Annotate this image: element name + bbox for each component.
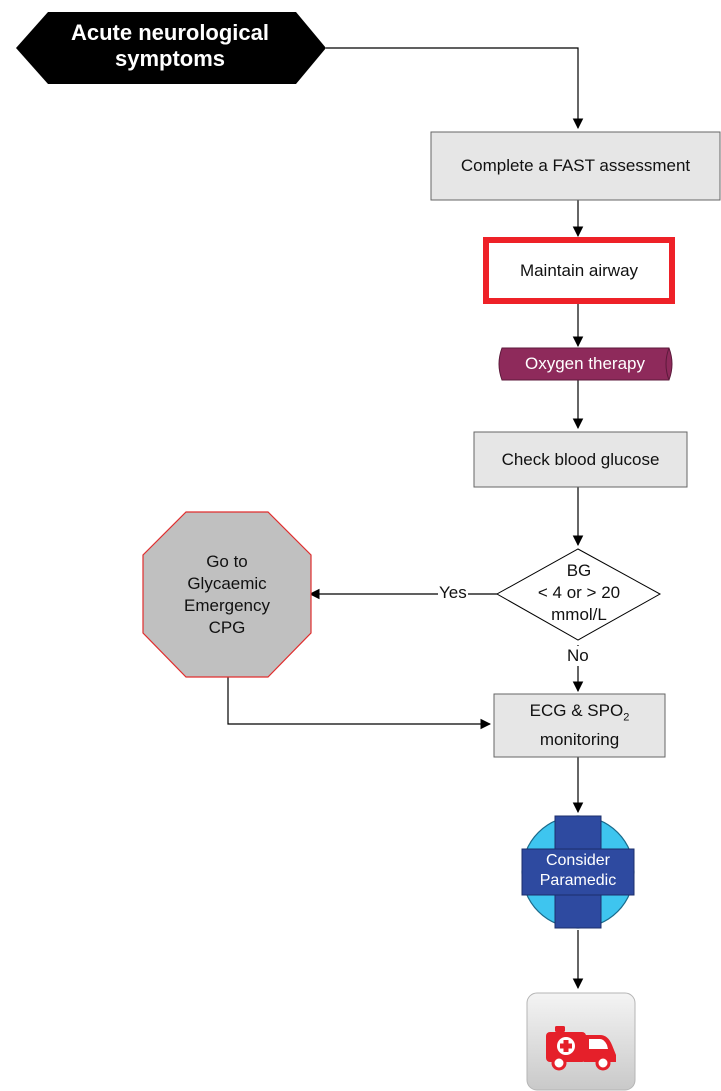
glycaemic-line2: Glycaemic — [187, 573, 267, 593]
ecg-prefix: ECG & SPO — [529, 701, 624, 721]
paramedic-line1: Consider — [545, 852, 610, 869]
ecg-subscript: 2 — [623, 711, 630, 724]
start-shape — [16, 12, 326, 84]
paramedic-line2: Paramedic — [539, 872, 617, 889]
edge-no-label: No — [566, 646, 590, 666]
glucose-label: Check blood glucose — [501, 449, 660, 469]
paramedic-label: Consider Paramedic — [522, 846, 634, 896]
decision-line2: < 4 or > 20 — [537, 583, 621, 602]
connector-start-to-fast — [326, 47, 584, 130]
glycaemic-line4: CPG — [208, 617, 246, 637]
oxygen-cylinder — [498, 347, 673, 381]
decision-label: BG < 4 or > 20 mmol/L — [517, 557, 641, 629]
fast-box — [430, 131, 721, 201]
fast-label: Complete a FAST assessment — [460, 156, 691, 175]
glycaemic-octagon — [142, 511, 312, 678]
start-label: Acute neurological symptoms — [20, 16, 320, 76]
glycaemic-line3: Emergency — [184, 595, 270, 615]
paramedic-badge — [521, 815, 635, 929]
start-label-line2: symptoms — [114, 46, 226, 71]
decision-line1: BG — [566, 561, 592, 580]
ecg-line1: ECG & SPO2 — [530, 700, 630, 728]
ambulance-icon — [526, 992, 636, 1091]
airway-box — [483, 237, 675, 304]
decision-diamond — [495, 548, 662, 641]
start-label-line1: Acute neurological — [70, 20, 270, 45]
decision-line3: mmol/L — [551, 605, 607, 624]
airway-label: Maintain airway — [519, 260, 639, 280]
oxygen-label: Oxygen therapy — [524, 354, 645, 373]
glycaemic-label: Go to Glycaemic Emergency CPG — [143, 512, 311, 677]
glucose-box — [473, 431, 688, 488]
ecg-box — [493, 693, 666, 758]
ecg-line2: monitoring — [539, 729, 620, 749]
edge-yes-label: Yes — [438, 583, 468, 603]
connector-glycaemic-to-ecg — [227, 677, 492, 730]
glycaemic-line1: Go to — [206, 551, 248, 571]
ecg-label: ECG & SPO2 monitoring — [494, 694, 665, 757]
